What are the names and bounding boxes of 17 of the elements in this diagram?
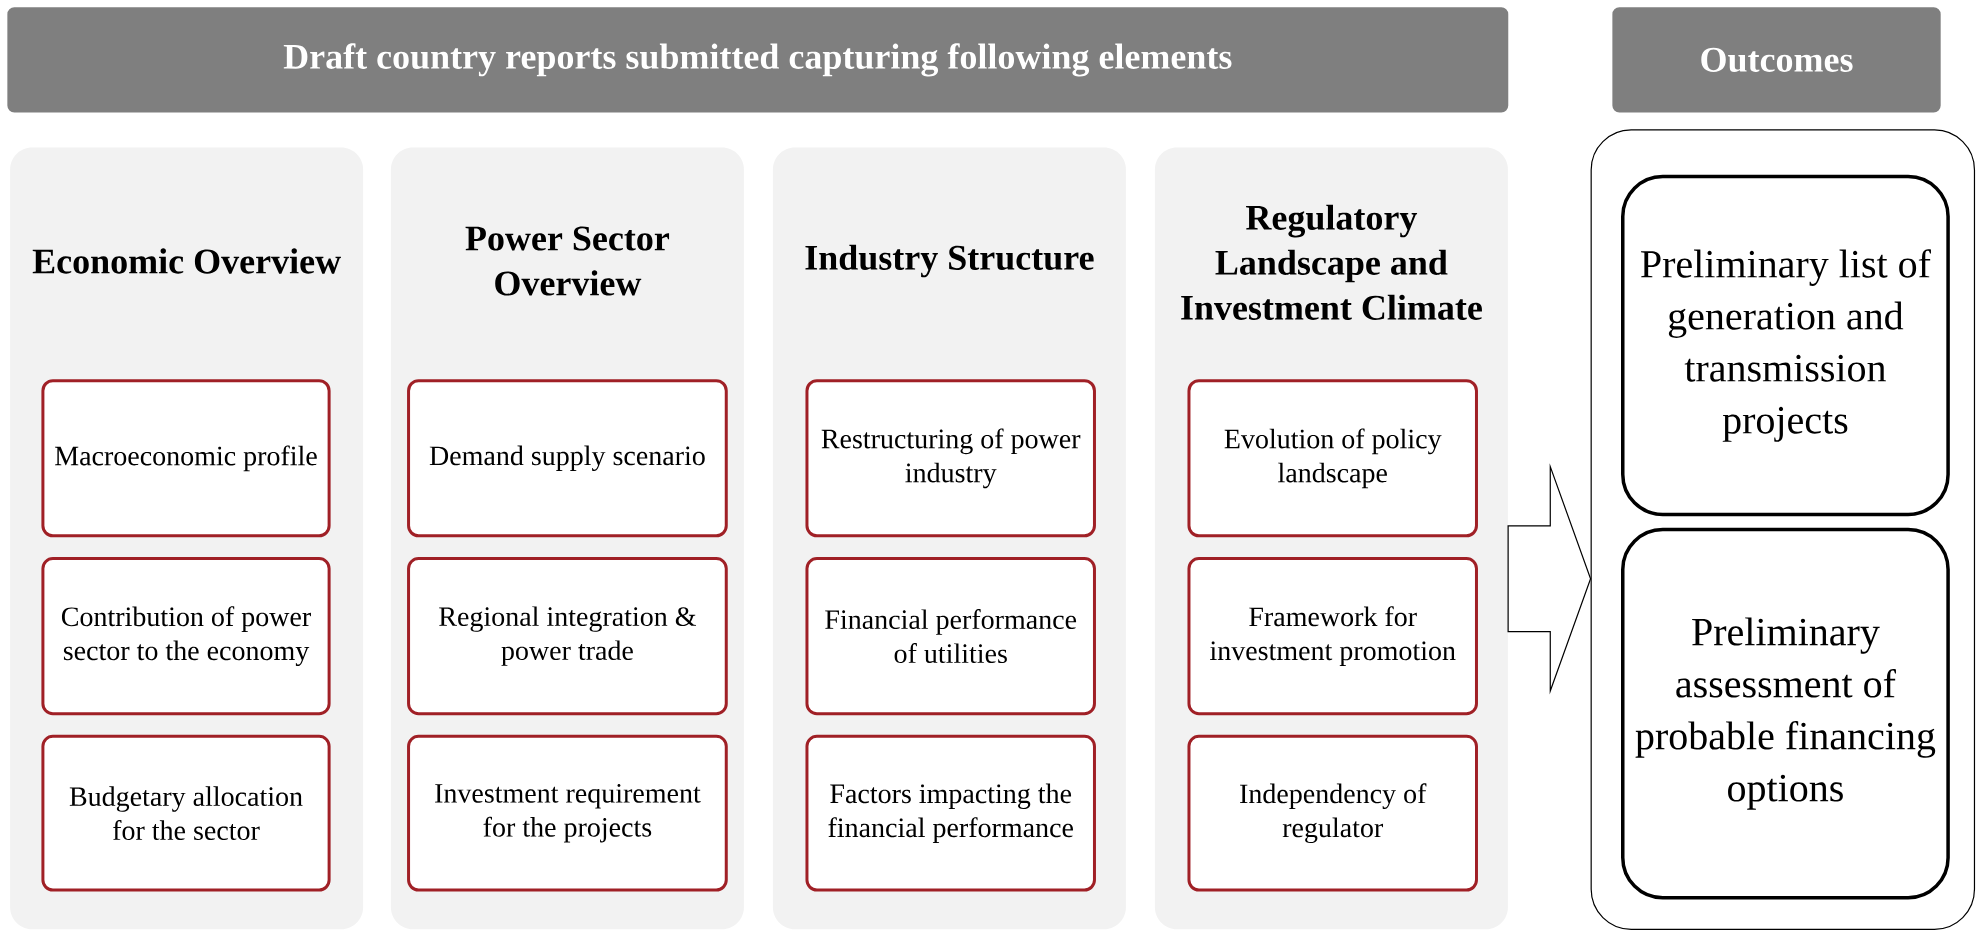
- element-box: Macroeconomic profile: [41, 379, 331, 538]
- outcome-box: Preliminary assessment of probable financing options: [1621, 527, 1950, 900]
- element-box: Contribution of power sector to the economy: [41, 557, 331, 716]
- block-arrow: [1507, 463, 1592, 695]
- header-banner: Draft country reports submitted capturing following elements: [5, 5, 1511, 115]
- element-box: Financial performance of utilities: [805, 557, 1096, 716]
- header-banner: Outcomes: [1610, 5, 1943, 115]
- element-box: Investment requirement for the projects: [407, 734, 728, 892]
- outcome-box: Preliminary list of generation and transmission projects: [1621, 174, 1950, 517]
- element-box: Budgetary allocation for the sector: [41, 734, 331, 892]
- element-box: Regional integration & power trade: [407, 557, 728, 716]
- element-box: Evolution of policy landscape: [1187, 379, 1478, 538]
- element-box: Factors impacting the financial performance: [805, 734, 1096, 892]
- element-box: Demand supply scenario: [407, 379, 728, 538]
- element-box: Restructuring of power industry: [805, 379, 1096, 538]
- element-box: Framework for investment promotion: [1187, 557, 1478, 716]
- element-box: Independency of regulator: [1187, 734, 1478, 892]
